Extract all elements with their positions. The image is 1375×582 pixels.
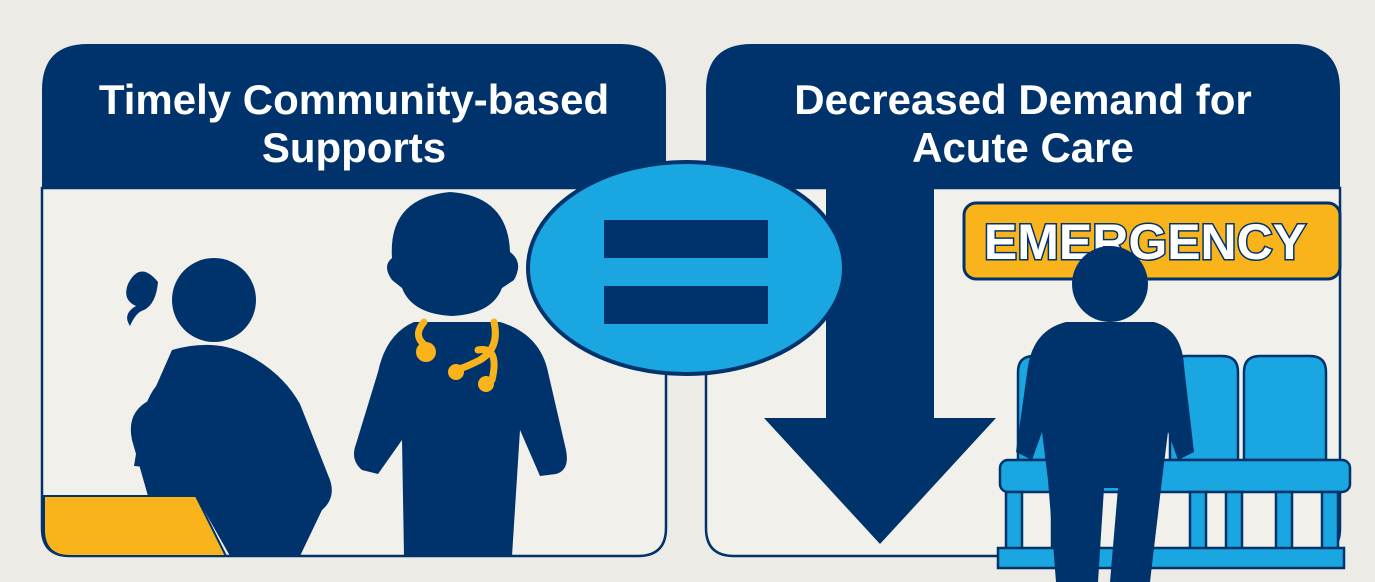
emergency-sign bbox=[962, 201, 1342, 281]
right-panel-header bbox=[706, 44, 1340, 188]
right-panel-title: Decreased Demand for Acute Care bbox=[706, 76, 1340, 172]
emergency-sign-text: EMERGENCY bbox=[984, 214, 1306, 270]
left-panel-title: Timely Community-based Supports bbox=[42, 76, 666, 172]
right-panel: EMERGENCY bbox=[704, 44, 1352, 582]
bench bbox=[43, 495, 228, 557]
left-title-line-2: Supports bbox=[261, 124, 447, 171]
equals-icon-top-bar bbox=[604, 220, 768, 258]
doctor-figure bbox=[354, 192, 567, 556]
patient-body bbox=[130, 344, 332, 556]
left-panel bbox=[40, 44, 668, 558]
waiting-person-body bbox=[1016, 322, 1194, 582]
waiting-person-figure bbox=[1016, 246, 1194, 582]
patient-ponytail bbox=[126, 271, 158, 326]
patient-head bbox=[172, 258, 256, 342]
down-arrow-icon bbox=[764, 188, 996, 544]
left-title-line-1: Timely Community-based bbox=[98, 76, 610, 123]
right-title-line-1: Decreased Demand for bbox=[794, 76, 1252, 123]
right-title-line-2: Acute Care bbox=[912, 124, 1134, 171]
doctor-head bbox=[387, 192, 519, 316]
doctor-body bbox=[354, 322, 567, 556]
equals-badge bbox=[526, 160, 846, 376]
patient-arm bbox=[134, 376, 184, 468]
patient-figure bbox=[126, 258, 332, 556]
left-panel-header bbox=[42, 44, 666, 188]
waiting-person-head bbox=[1072, 246, 1148, 322]
equals-icon-bottom-bar bbox=[604, 286, 768, 324]
